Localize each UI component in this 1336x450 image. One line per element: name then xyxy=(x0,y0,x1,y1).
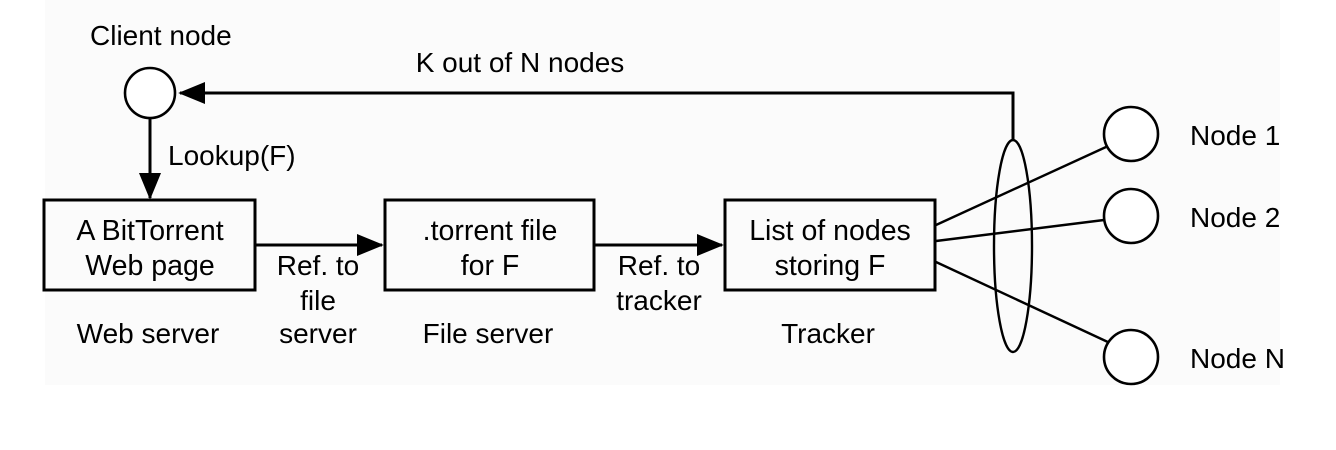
return-edge-label: K out of N nodes xyxy=(416,47,625,78)
node-set-grouping-ellipse xyxy=(992,138,1034,354)
tracker-to-node-n-connector xyxy=(935,260,1111,345)
node-n-label: Node N xyxy=(1190,343,1285,374)
tracker-to-node-1-connector xyxy=(935,145,1107,227)
node-2-circle-icon xyxy=(1102,187,1160,245)
torrent-file-box-line1: .torrent file xyxy=(423,215,558,247)
node-1-label: Node 1 xyxy=(1190,120,1280,151)
torrent-file-box xyxy=(383,198,596,292)
tracker-box xyxy=(723,198,937,292)
node-2-label: Node 2 xyxy=(1190,202,1280,233)
web-to-file-edge-label-line1: Ref. to xyxy=(277,250,359,281)
file-to-tracker-edge-label-line2: tracker xyxy=(616,285,702,316)
tracker-box-line1: List of nodes xyxy=(749,215,911,247)
web-server-caption: Web server xyxy=(77,318,220,349)
file-to-tracker-edge-label-line1: Ref. to xyxy=(618,250,700,281)
web-to-file-edge-label-line2: file xyxy=(300,285,336,316)
node-1-circle-icon xyxy=(1102,105,1160,163)
diagram-background-panel xyxy=(45,0,1280,385)
lookup-edge-label: Lookup(F) xyxy=(168,140,296,171)
client-node-title: Client node xyxy=(90,20,232,51)
client-node-circle-icon xyxy=(123,66,177,120)
tracker-box-line2: storing F xyxy=(775,250,886,282)
return-edge-arrow xyxy=(178,81,1015,140)
node-n-circle-icon xyxy=(1102,328,1160,386)
web-page-box-line2: Web page xyxy=(85,250,214,282)
web-page-box-line1: A BitTorrent xyxy=(76,215,223,247)
web-to-file-edge-label-line3: server xyxy=(279,318,357,349)
tracker-to-node-2-connector xyxy=(935,218,1105,243)
tracker-caption: Tracker xyxy=(781,318,875,349)
web-page-box xyxy=(42,198,257,292)
file-server-caption: File server xyxy=(423,318,554,349)
torrent-file-box-line2: for F xyxy=(461,250,520,282)
